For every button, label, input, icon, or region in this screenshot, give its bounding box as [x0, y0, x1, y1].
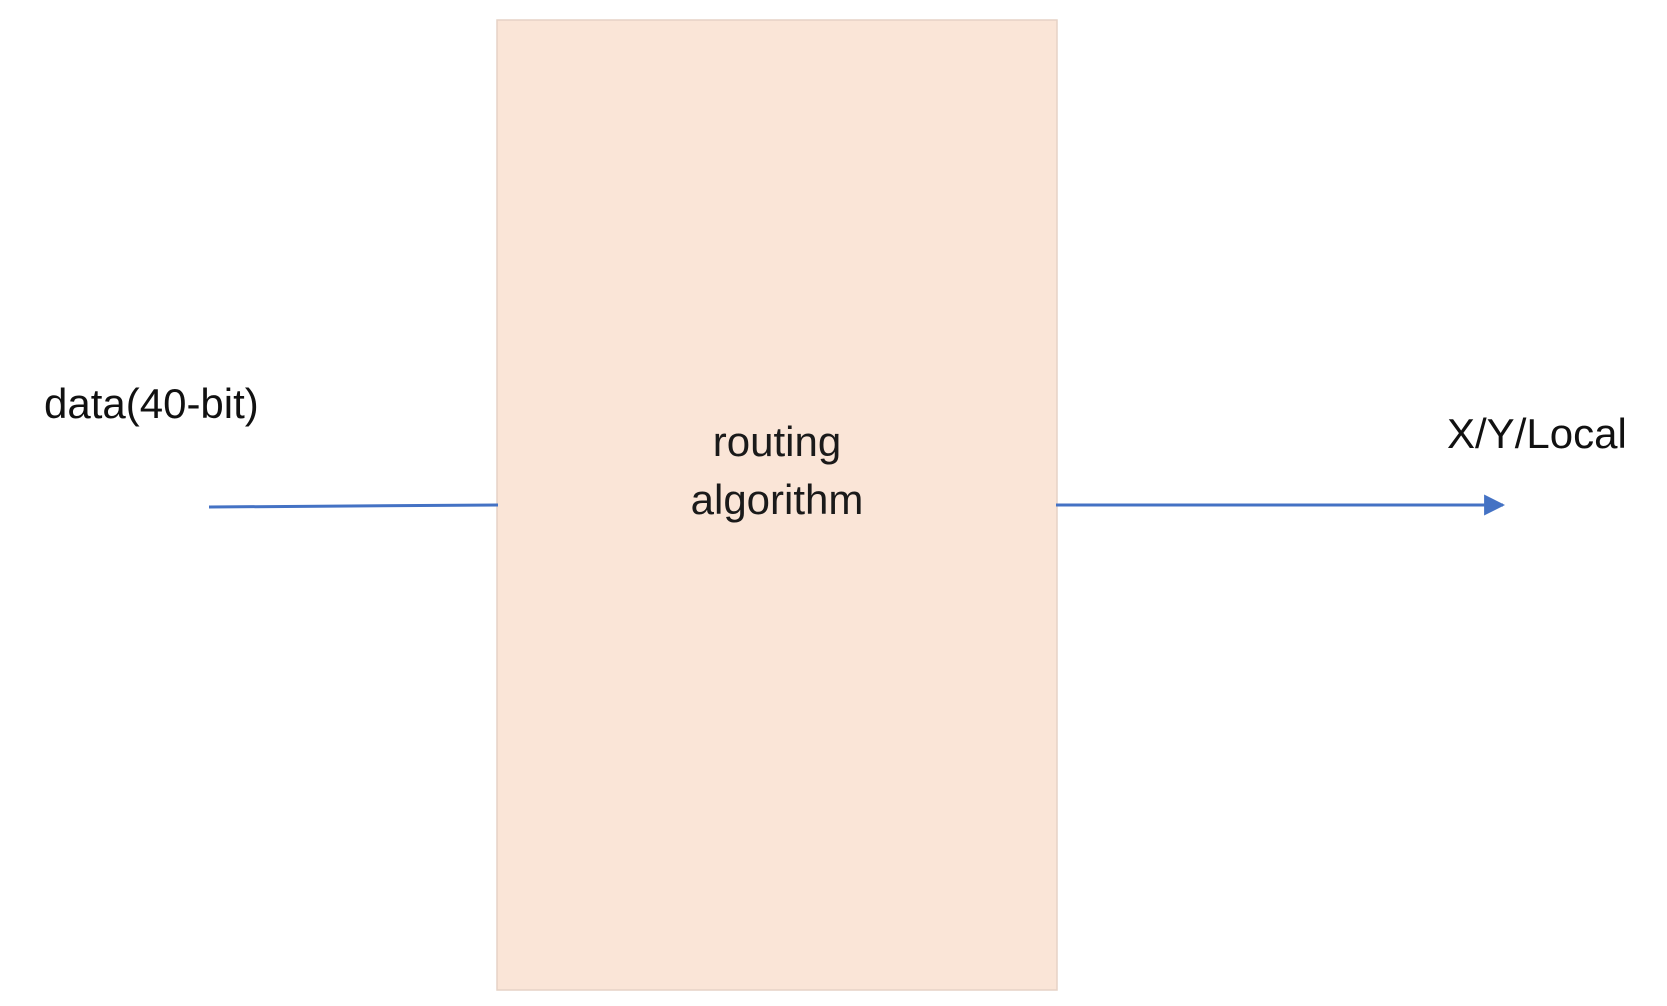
- routing-algorithm-block: [496, 19, 1058, 991]
- input-line: [208, 503, 499, 509]
- input-label: data(40-bit): [44, 380, 259, 427]
- output-label: X/Y/Local: [1447, 410, 1627, 457]
- block-label: routing algorithm: [690, 418, 864, 523]
